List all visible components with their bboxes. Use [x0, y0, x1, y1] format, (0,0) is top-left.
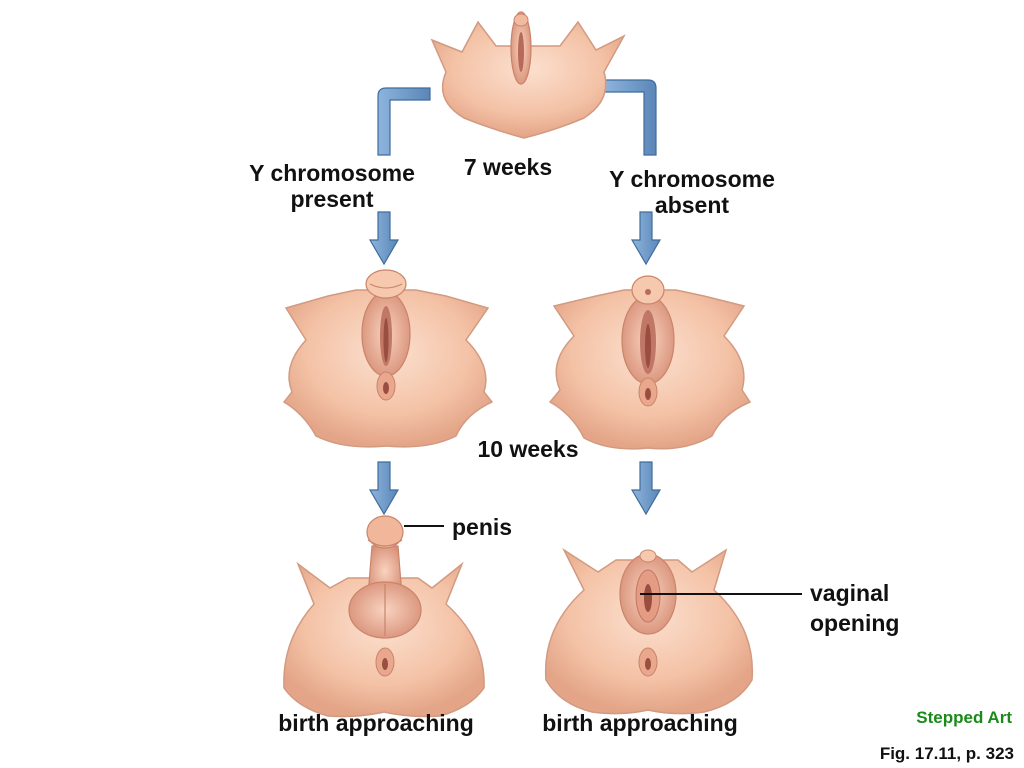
- label-vaginal-opening: vaginal opening: [810, 580, 899, 636]
- label-y-present: Y chromosome present: [232, 160, 432, 212]
- arrow-down-right-2: [630, 461, 662, 516]
- label-y-absent-line2: absent: [654, 192, 730, 218]
- arrow-down-left-1: [368, 211, 400, 266]
- arrow-down-right-1: [630, 211, 662, 266]
- label-10-weeks: 10 weeks: [477, 436, 579, 462]
- label-y-absent-line1: Y chromosome: [609, 166, 775, 192]
- label-y-present-line1: Y chromosome: [249, 160, 415, 186]
- label-penis: penis: [452, 514, 513, 540]
- bracket-right: [603, 79, 657, 156]
- genitalia-10-weeks-male: [282, 269, 494, 448]
- genitalia-10-weeks-female: [548, 275, 752, 450]
- label-y-present-line2: present: [290, 186, 374, 212]
- stepped-art-label: Stepped Art: [916, 708, 1012, 727]
- label-vaginal-opening-line2: opening: [810, 610, 900, 636]
- arrow-down-left-2: [368, 461, 400, 516]
- label-birth-left: birth approaching: [278, 710, 474, 736]
- genitalia-birth-male: [283, 515, 485, 718]
- genitalia-7-weeks: [430, 11, 626, 139]
- label-7-weeks: 7 weeks: [463, 154, 553, 180]
- bracket-left: [377, 87, 431, 156]
- label-y-absent: Y chromosome absent: [592, 166, 792, 218]
- label-birth-right: birth approaching: [542, 710, 738, 736]
- figure-reference: Fig. 17.11, p. 323: [879, 744, 1014, 763]
- genitalia-birth-female: [544, 547, 754, 715]
- label-vaginal-opening-line1: vaginal: [810, 580, 890, 606]
